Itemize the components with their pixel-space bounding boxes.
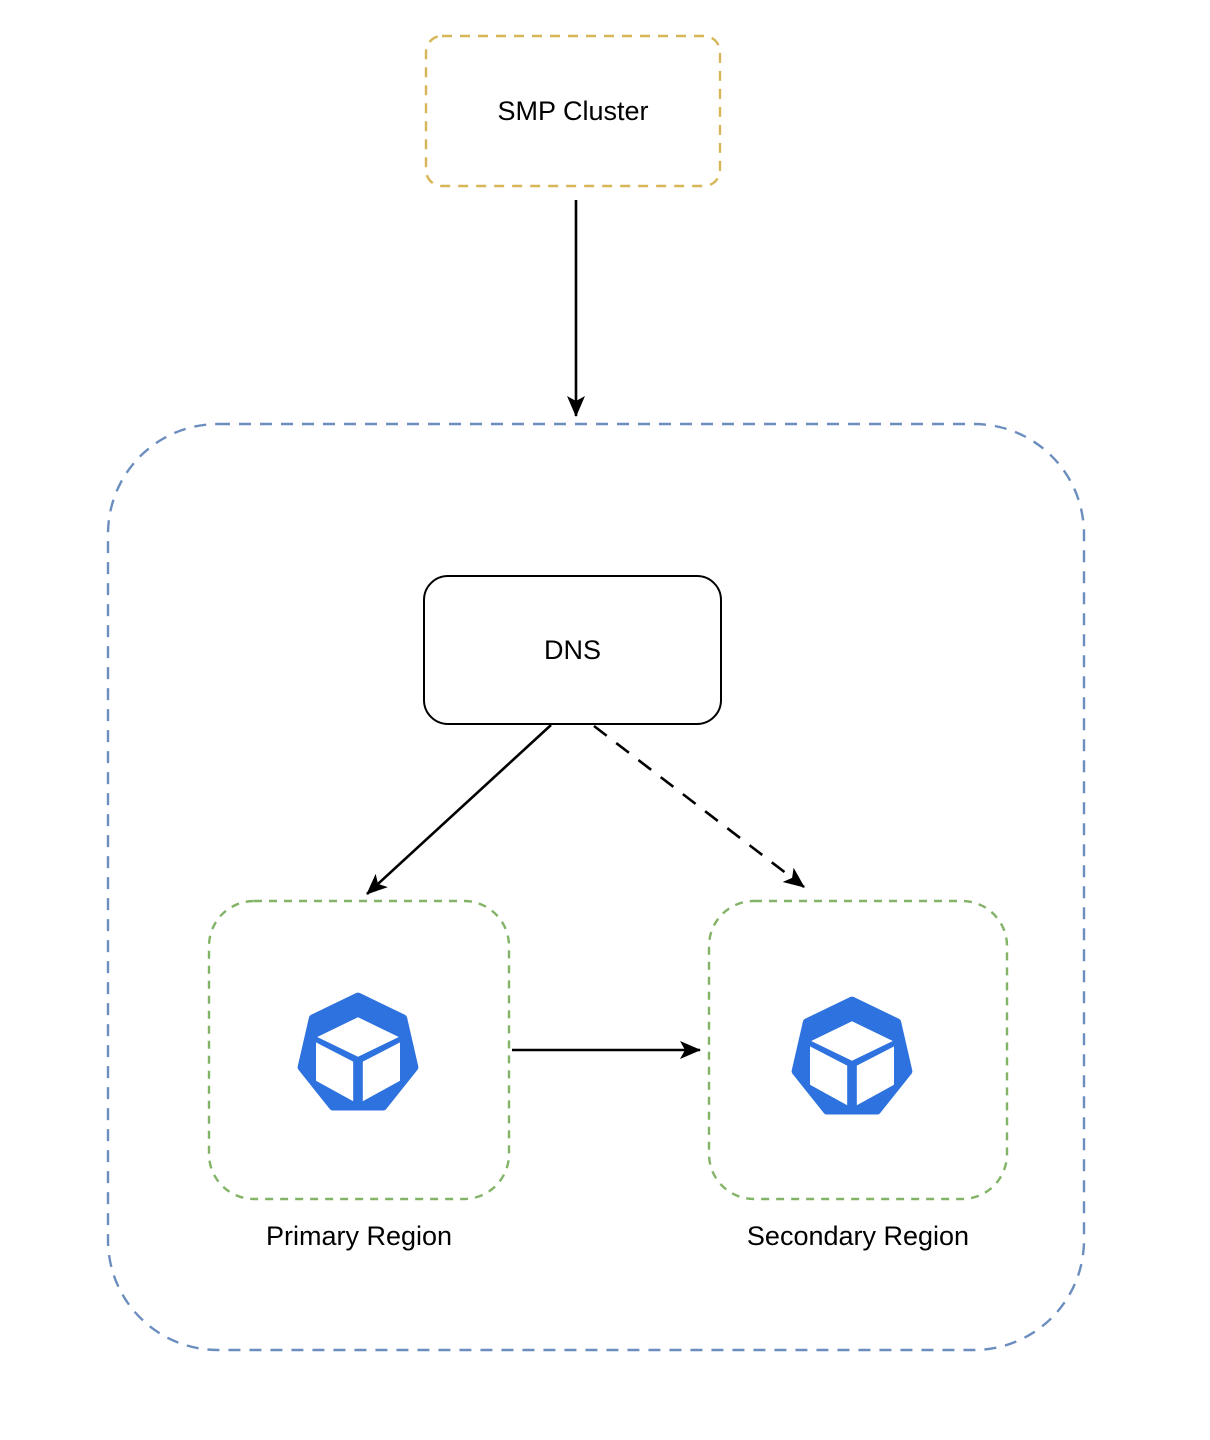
edge-dns-to-secondary [593,724,805,889]
regions-container-box [106,422,1086,1352]
cube-heptagon-icon [297,992,419,1111]
smp-cluster-box [424,34,722,188]
secondary-region-label: Secondary Region [746,1220,970,1251]
primary-region-label: Primary Region [265,1220,453,1251]
secondary-region-box [707,899,1009,1201]
cube-heptagon-icon [791,996,913,1115]
dns-box [423,575,722,725]
smp-cluster-label: SMP Cluster [497,95,649,126]
primary-region-box [207,899,511,1201]
edge-dns-to-primary [366,724,552,895]
dns-label: DNS [543,634,601,665]
